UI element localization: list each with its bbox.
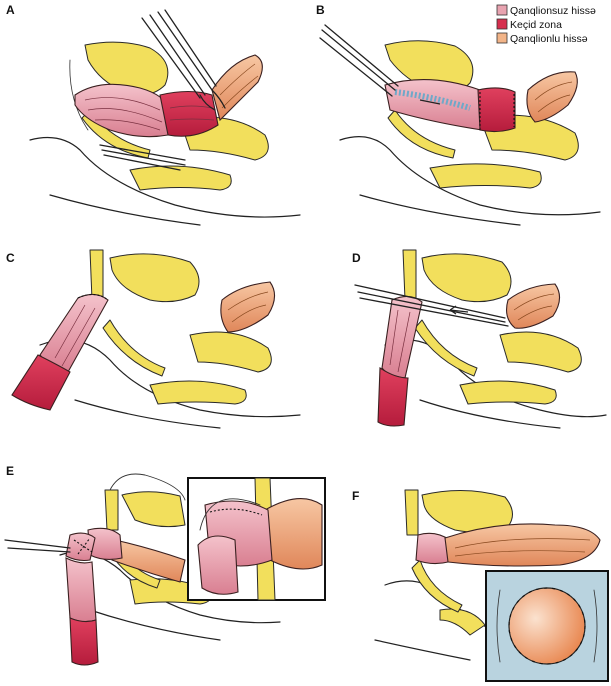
anal-canal	[415, 320, 477, 376]
pelvic-bone	[440, 609, 485, 635]
anastomosis-inset	[486, 571, 608, 681]
panel-d-label: D	[352, 251, 361, 265]
pubic-bone	[403, 250, 416, 300]
body-outline	[90, 610, 220, 640]
legend-swatch-transition	[497, 19, 507, 29]
panel-b-label: B	[316, 3, 325, 17]
pelvic-bone	[150, 381, 246, 404]
body-outline	[50, 195, 200, 225]
bladder-shape	[110, 254, 199, 302]
legend-label-ganglionic: Qanqlionlu hissə	[510, 33, 588, 45]
body-outline	[420, 400, 560, 428]
anal-canal	[103, 320, 165, 376]
panel-e-label: E	[6, 464, 14, 478]
body-outline	[75, 400, 220, 428]
ganglionic-colon	[221, 282, 275, 332]
pubic-bone	[90, 250, 103, 300]
panel-d: D	[352, 250, 606, 428]
anal-canal	[412, 560, 462, 612]
ganglionic-colon	[212, 55, 262, 120]
pelvic-bone	[130, 166, 231, 190]
legend: Qanqlionsuz hissə Keçid zona Qanqlionlu …	[497, 5, 596, 45]
aganglionic-segment	[40, 294, 108, 372]
transition-zone	[70, 618, 98, 665]
pubic-bone	[405, 490, 418, 535]
panel-f-label: F	[352, 489, 359, 503]
transition-zone	[160, 92, 218, 137]
sacrum-bone	[190, 332, 271, 372]
suture-needle-holder	[5, 540, 70, 552]
legend-swatch-ganglionic	[497, 33, 507, 43]
bladder-shape	[122, 492, 185, 527]
legend-swatch-aganglionic	[497, 5, 507, 15]
sacrum-bone	[500, 332, 581, 372]
panel-c: C	[6, 250, 300, 428]
pelvic-bone	[460, 381, 556, 404]
transition-zone	[478, 88, 515, 132]
legend-label-transition: Keçid zona	[510, 19, 562, 31]
panel-a: A	[6, 3, 300, 225]
body-outline	[375, 640, 470, 660]
pelvic-bone	[430, 164, 541, 188]
body-outline	[360, 195, 520, 225]
legend-label-aganglionic: Qanqlionsuz hissə	[510, 5, 596, 17]
pubic-bone	[105, 490, 118, 530]
detail-inset	[188, 478, 325, 600]
panel-f: F	[352, 489, 608, 681]
ganglionic-colon	[527, 72, 577, 122]
aganglionic-segment	[66, 558, 96, 622]
everted-segment	[66, 533, 95, 560]
bladder-shape	[422, 254, 511, 302]
panel-e: E	[5, 464, 325, 665]
panel-c-label: C	[6, 251, 15, 265]
panel-a-label: A	[6, 3, 15, 17]
inset-everted-segment	[198, 536, 238, 594]
inset-ganglionic-colon	[265, 499, 322, 569]
